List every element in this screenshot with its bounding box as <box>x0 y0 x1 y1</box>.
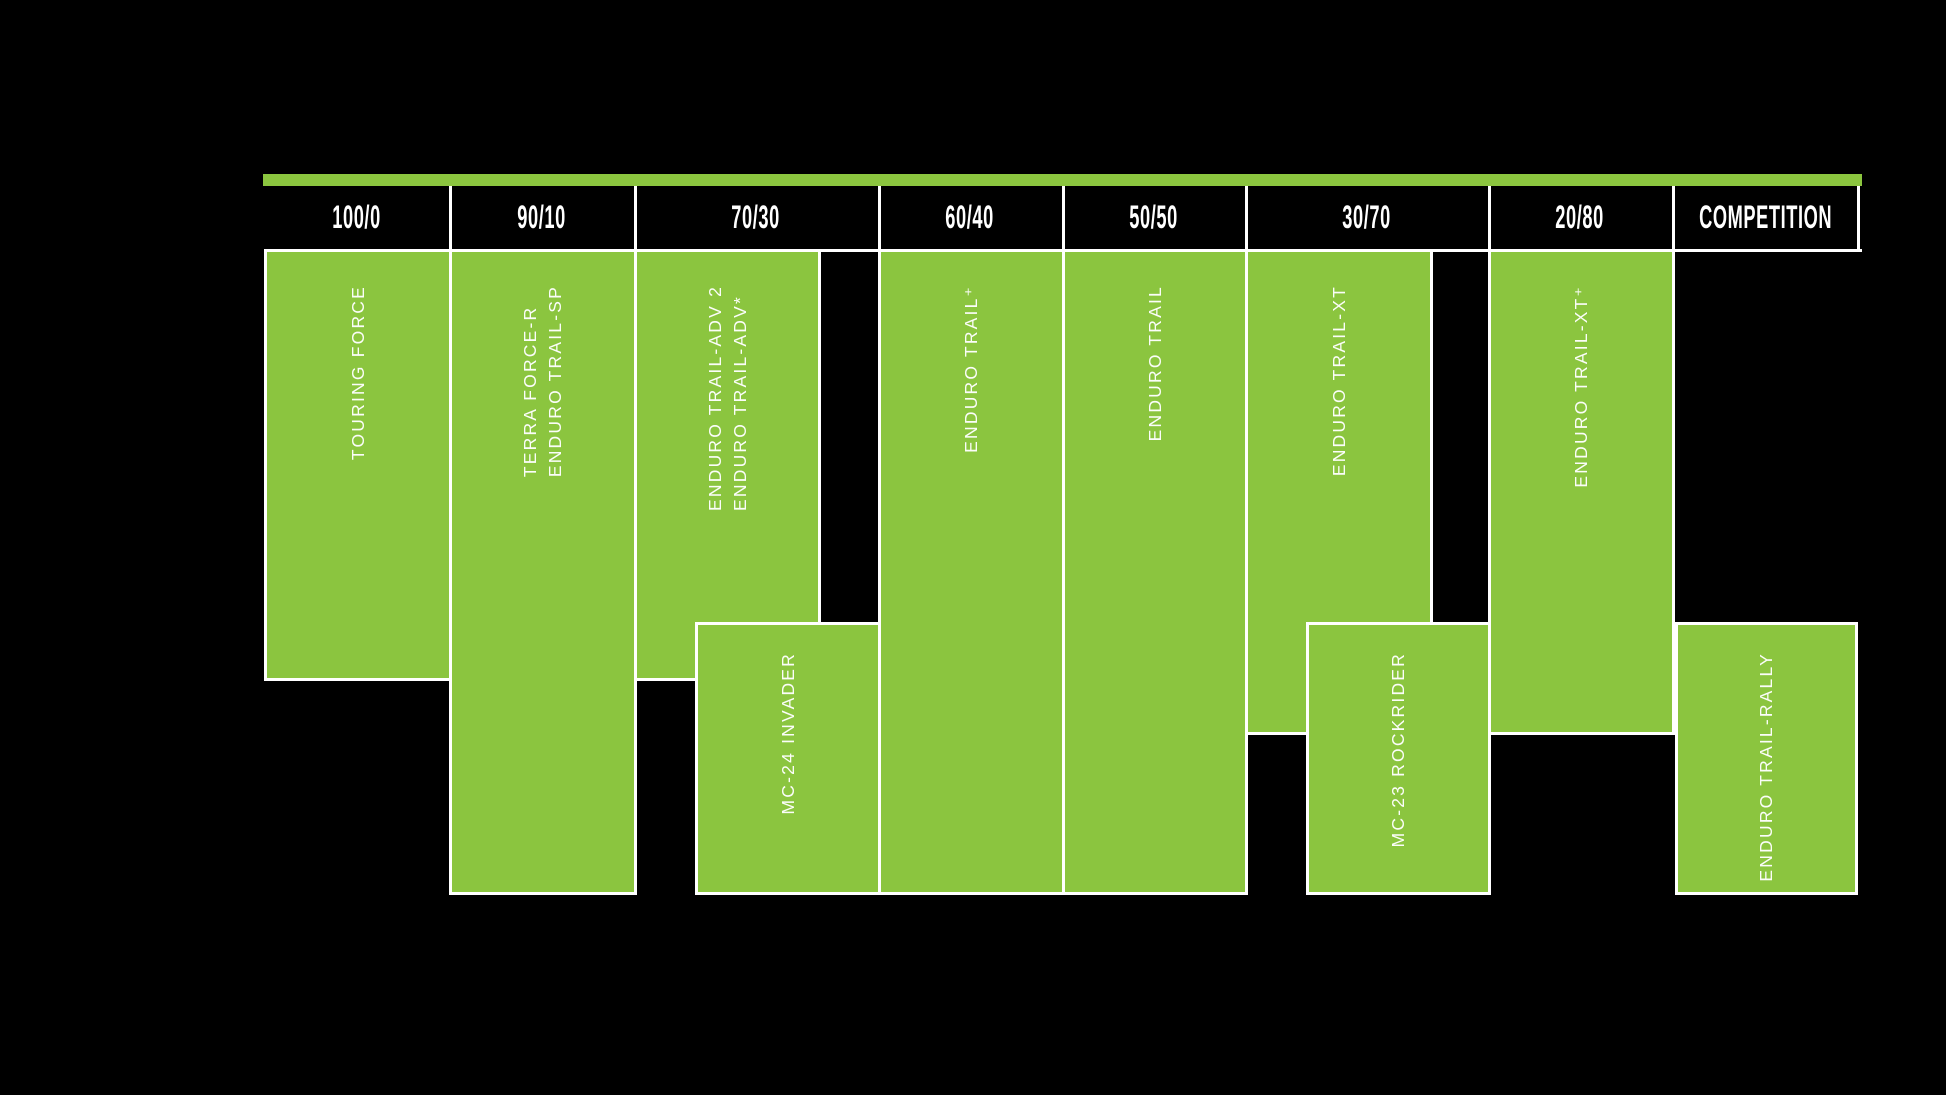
tire-block-label: TOURING FORCE <box>267 285 449 460</box>
tire-block-label: MC-24 INVADER <box>698 652 878 814</box>
vertical-label-text: ENDURO TRAIL-ADV 2 ENDURO TRAIL-ADV* <box>703 285 753 511</box>
column-divider <box>1672 186 1675 252</box>
vertical-label-text: ENDURO TRAIL-RALLY <box>1754 652 1779 882</box>
vertical-label-text: ENDURO TRAIL⁺ <box>959 285 984 453</box>
header-label: 90/10 <box>517 199 566 235</box>
column-divider <box>1488 186 1491 252</box>
label-line: ENDURO TRAIL <box>1144 285 1165 442</box>
tire-block-label: ENDURO TRAIL⁺ <box>881 285 1062 453</box>
header-cell-30-70: 30/70 <box>1245 186 1488 249</box>
header-label: 100/0 <box>332 199 381 235</box>
column-divider <box>449 186 452 252</box>
vertical-label-text: TOURING FORCE <box>346 285 371 460</box>
header-cell-50-50: 50/50 <box>1062 186 1245 249</box>
vertical-label-text: ENDURO TRAIL-XT <box>1327 285 1352 476</box>
label-line: ENDURO TRAIL-RALLY <box>1756 652 1776 882</box>
vertical-label-text: TERRA FORCE-R ENDURO TRAIL-SP <box>518 285 568 477</box>
tire-block-mc-24-invader: MC-24 INVADER <box>695 622 881 895</box>
header-label: 20/80 <box>1555 199 1605 235</box>
header-cell-100-0: 100/0 <box>264 186 449 249</box>
tire-block-terra-force-r: TERRA FORCE-R ENDURO TRAIL-SP <box>449 249 637 895</box>
tire-block-touring-force: TOURING FORCE <box>264 249 452 681</box>
tire-block-enduro-trail: ENDURO TRAIL <box>1062 249 1248 895</box>
label-line: TOURING FORCE <box>347 285 368 461</box>
label-line: MC-24 INVADER <box>777 652 798 815</box>
tire-block-enduro-trail-rally: ENDURO TRAIL-RALLY <box>1675 622 1858 895</box>
vertical-label-text: ENDURO TRAIL <box>1143 285 1168 441</box>
label-line: MC-23 ROCKRIDER <box>1388 652 1408 848</box>
tire-block-enduro-trail-plus: ENDURO TRAIL⁺ <box>878 249 1065 895</box>
header-label: 60/40 <box>945 199 995 235</box>
vertical-label-text: MC-24 INVADER <box>776 652 801 814</box>
tire-block-label: ENDURO TRAIL-XT <box>1248 285 1430 476</box>
header-label: 50/50 <box>1129 199 1178 235</box>
tire-block-enduro-trail-adv: ENDURO TRAIL-ADV 2 ENDURO TRAIL-ADV* <box>634 249 821 681</box>
header-cell-60-40: 60/40 <box>878 186 1062 249</box>
header-label: 30/70 <box>1342 199 1391 235</box>
column-divider <box>878 186 881 252</box>
header-label: 70/30 <box>731 199 781 235</box>
label-line: ENDURO TRAIL-ADV* <box>729 294 750 511</box>
column-divider <box>1062 186 1065 252</box>
tire-block-enduro-trail-xt-plus: ENDURO TRAIL-XT⁺ <box>1488 249 1675 735</box>
header-cell-20-80: 20/80 <box>1488 186 1672 249</box>
label-line: ENDURO TRAIL-ADV 2 <box>704 285 725 511</box>
column-divider <box>1245 186 1248 252</box>
tire-block-label: ENDURO TRAIL-RALLY <box>1678 652 1855 882</box>
label-line: ENDURO TRAIL-XT <box>1328 285 1349 477</box>
header-cell-90-10: 90/10 <box>449 186 634 249</box>
road-offroad-axis-bar <box>263 174 1862 186</box>
label-line: ENDURO TRAIL⁺ <box>961 285 981 453</box>
vertical-label-text: ENDURO TRAIL-XT⁺ <box>1569 285 1594 488</box>
label-line: ENDURO TRAIL-XT⁺ <box>1571 285 1591 488</box>
tire-block-label: ENDURO TRAIL-ADV 2 ENDURO TRAIL-ADV* <box>637 285 818 511</box>
vertical-label-text: MC-23 ROCKRIDER <box>1386 652 1411 847</box>
header-label: COMPETITION <box>1699 199 1832 235</box>
tire-block-label: ENDURO TRAIL-XT⁺ <box>1491 285 1672 488</box>
tire-block-label: ENDURO TRAIL <box>1065 285 1245 441</box>
tire-block-label: MC-23 ROCKRIDER <box>1309 652 1488 847</box>
tire-block-mc-23-rockrider: MC-23 ROCKRIDER <box>1306 622 1491 895</box>
column-divider <box>1857 186 1860 252</box>
header-cell-competition: COMPETITION <box>1672 186 1859 249</box>
label-line: TERRA FORCE-R <box>520 305 540 478</box>
header-cell-70-30: 70/30 <box>634 186 878 249</box>
column-divider <box>634 186 637 252</box>
label-line: ENDURO TRAIL-SP <box>545 285 565 478</box>
tire-block-label: TERRA FORCE-R ENDURO TRAIL-SP <box>452 285 634 477</box>
